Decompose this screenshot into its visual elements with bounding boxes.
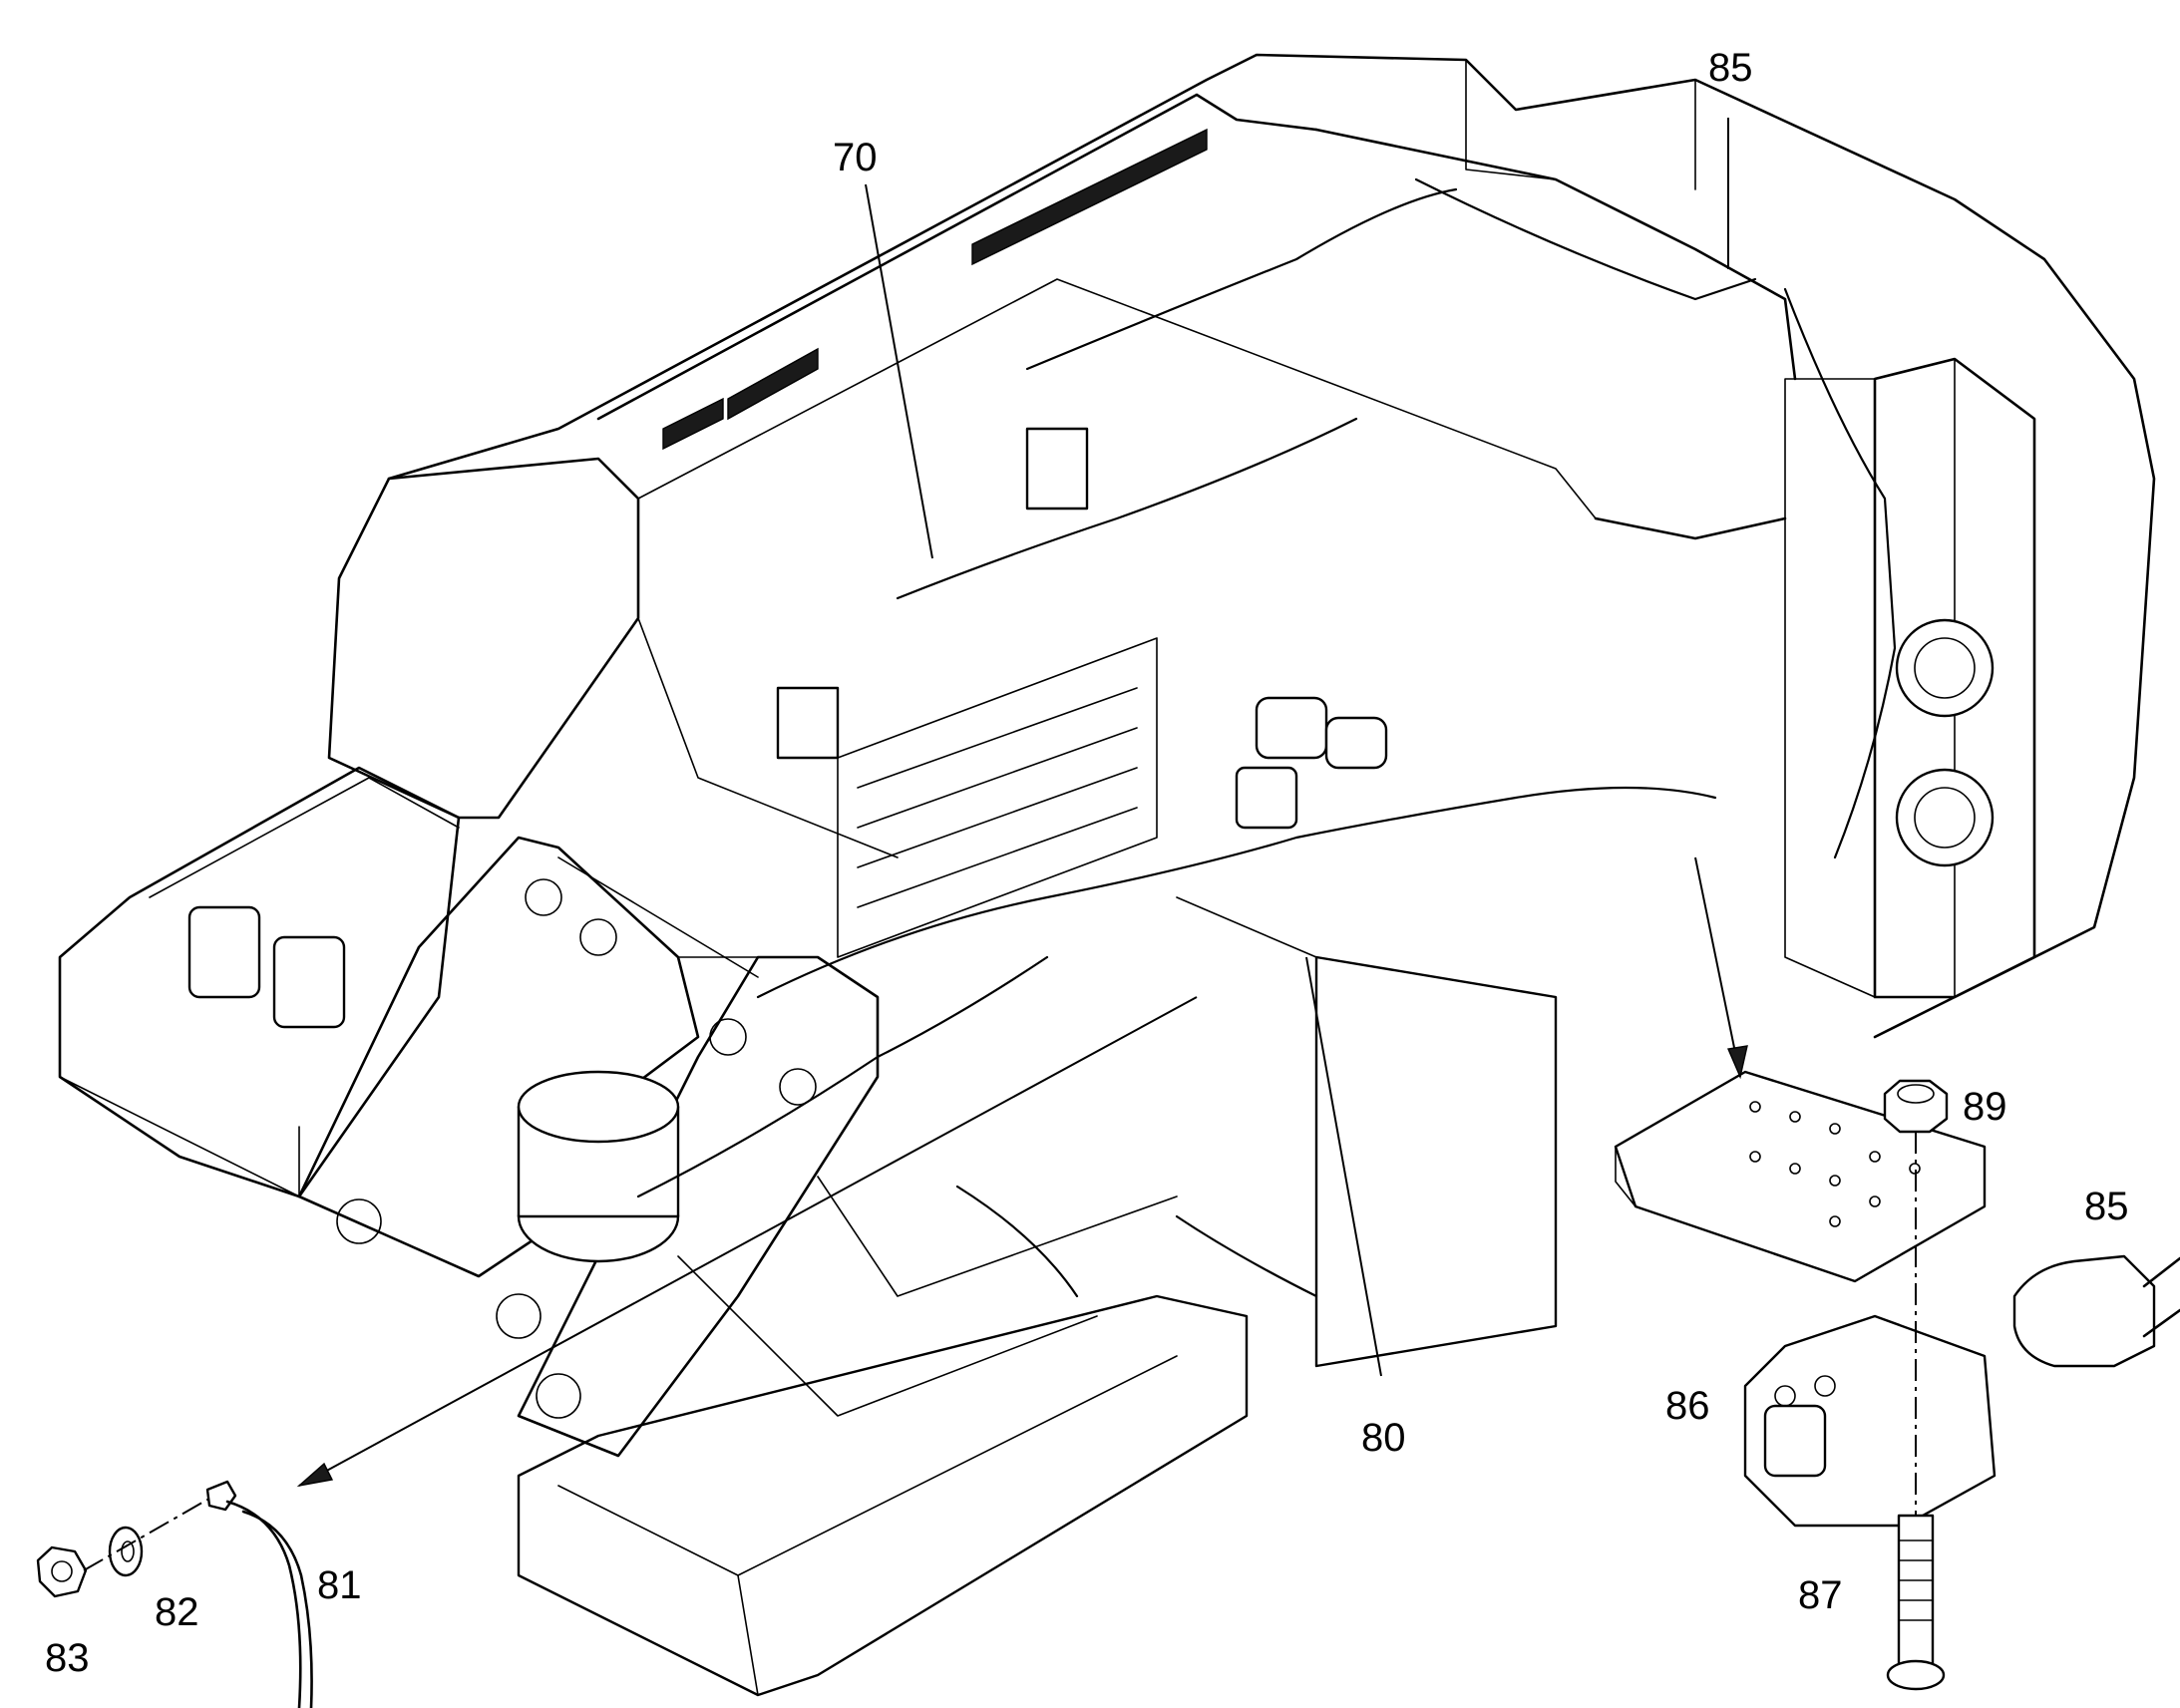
callout-85-right: 85 xyxy=(2084,1185,2129,1228)
ground-cable-parts xyxy=(36,1480,313,1708)
callout-80: 80 xyxy=(1361,1416,1406,1460)
callout-85-top: 85 xyxy=(1708,46,1753,90)
nut-83 xyxy=(36,1545,88,1598)
ground-cable-81 xyxy=(225,1500,302,1708)
callout-81: 81 xyxy=(317,1563,362,1607)
internal-components xyxy=(187,128,1995,1298)
callout-83: 83 xyxy=(45,1636,90,1680)
cable-85 xyxy=(2142,1256,2180,1338)
callout-70: 70 xyxy=(833,136,878,179)
arrow-to-ground-detail xyxy=(298,996,1198,1487)
connector-mount-parts xyxy=(1614,1070,2180,1691)
arrow-to-bracket-detail xyxy=(1694,856,1741,1078)
machine-frame xyxy=(58,53,2156,1697)
washer-82 xyxy=(108,1526,144,1577)
leader-lines xyxy=(296,118,1748,1488)
plug-85 xyxy=(2012,1254,2156,1368)
nut-89 xyxy=(1883,1079,1949,1134)
lug-81 xyxy=(205,1480,237,1512)
leader-70 xyxy=(865,183,933,559)
callout-82: 82 xyxy=(155,1590,199,1634)
leader-80 xyxy=(1305,956,1382,1377)
bolt-87 xyxy=(1897,1514,1935,1667)
callout-89: 89 xyxy=(1963,1085,2007,1129)
callout-87: 87 xyxy=(1798,1573,1843,1617)
callout-86: 86 xyxy=(1665,1384,1710,1428)
